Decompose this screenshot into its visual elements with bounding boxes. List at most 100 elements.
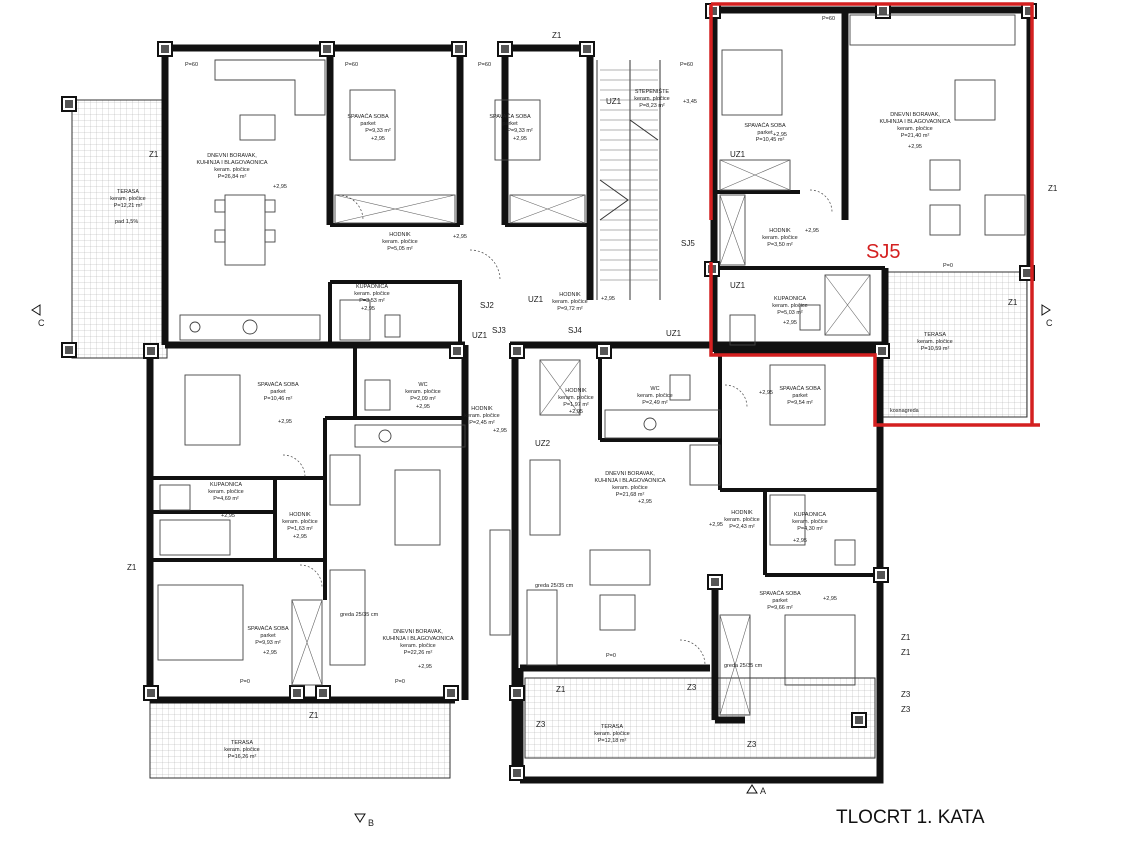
terrace-sj4: [524, 677, 876, 759]
sill-note: P=0: [395, 679, 405, 685]
room-name: SPAVAĆA SOBA: [489, 113, 531, 120]
room-name: HODNIK: [769, 228, 791, 234]
room-floor: parket: [757, 130, 773, 136]
room-area: P=2,43 m²: [729, 524, 755, 530]
sill-note: P=0: [943, 263, 953, 269]
room-area: P=3,53 m²: [359, 298, 385, 304]
room-area: P=12,21 m²: [114, 203, 143, 209]
room-area: P=22,26 m²: [404, 650, 433, 656]
section-mark-a: A: [760, 786, 766, 796]
room-name: KUHINJA I BLAGOVAONICA: [196, 160, 267, 166]
room-height: +2,95: [908, 144, 922, 150]
room-name: KUPAONICA: [356, 284, 388, 290]
room-area: P=5,05 m²: [387, 246, 413, 252]
furniture: [157, 14, 1026, 716]
beam-note: greda 25/35 cm: [535, 583, 574, 589]
room-name: KUHINJA I BLAGOVAONICA: [879, 119, 950, 125]
sill-note: P=60: [822, 16, 835, 22]
window-tag: Z3: [687, 683, 697, 692]
room-area: P=9,72 m²: [557, 306, 583, 312]
room-area: P=10,46 m²: [264, 396, 293, 402]
room-area: P=2,49 m²: [642, 400, 668, 406]
sill-note: P=60: [478, 62, 491, 68]
drawing-title: TLOCRT 1. KATA: [836, 807, 985, 828]
apartment-tag-sj2: SJ2: [480, 301, 494, 310]
room-name: SPAVAĆA SOBA: [257, 381, 299, 388]
room-floor: parket: [502, 121, 518, 127]
room-height: +2,95: [823, 596, 837, 602]
room-name: SPAVAĆA SOBA: [744, 122, 786, 129]
room-floor: keram. pločice: [382, 239, 417, 245]
room-name: TERASA: [924, 332, 946, 338]
room-area: P=9,33 m²: [507, 128, 533, 134]
door-tag: UZ1: [730, 150, 746, 159]
room-floor: keram. pločice: [637, 393, 672, 399]
room-floor: keram. pločice: [897, 126, 932, 132]
room-name: HODNIK: [565, 388, 587, 394]
room-floor: parket: [360, 121, 376, 127]
room-floor: keram. pločice: [208, 489, 243, 495]
door-tag: UZ1: [730, 281, 746, 290]
room-area: P=26,84 m²: [218, 174, 247, 180]
room-area: P=10,59 m²: [921, 346, 950, 352]
edge-note: kosnagreda: [890, 408, 920, 414]
room-floor: keram. pločice: [724, 517, 759, 523]
room-floor: keram. pločice: [762, 235, 797, 241]
room-area: P=21,68 m²: [616, 492, 645, 498]
room-area: P=3,50 m²: [767, 242, 793, 248]
room-height: +2,95: [263, 650, 277, 656]
room-floor: keram. pločice: [354, 291, 389, 297]
apartment-tag-sj3: SJ3: [492, 326, 506, 335]
room-area: P=1,97 m²: [563, 402, 589, 408]
room-name: DNEVNI BORAVAK,: [890, 112, 940, 118]
room-floor: parket: [772, 598, 788, 604]
room-name: HODNIK: [389, 232, 411, 238]
door-tag: UZ2: [535, 439, 551, 448]
room-floor: keram. pločice: [558, 395, 593, 401]
room-floor: keram. pločice: [400, 643, 435, 649]
room-name: KUHINJA I BLAGOVAONICA: [594, 478, 665, 484]
room-name: DNEVNI BORAVAK,: [393, 629, 443, 635]
room-floor: keram. pločice: [792, 519, 827, 525]
room-name: HODNIK: [289, 512, 311, 518]
terrace-sj5: [881, 271, 1028, 418]
beam-note: greda 25/35 cm: [724, 663, 763, 669]
window-tag: Z3: [536, 720, 546, 729]
sill-note: P=0: [240, 679, 250, 685]
room-area: P=9,33 m²: [365, 128, 391, 134]
room-area: P=21,40 m²: [901, 133, 930, 139]
room-name: TERASA: [601, 724, 623, 730]
room-name: KUPAONICA: [774, 296, 806, 302]
apartment-tag-sj5: SJ5: [681, 239, 695, 248]
room-name: KUHINJA I BLAGOVAONICA: [382, 636, 453, 642]
room-height: +3,45: [683, 99, 697, 105]
room-floor: keram. pločice: [110, 196, 145, 202]
room-floor: keram. pločice: [634, 96, 669, 102]
room-height: +2,95: [371, 136, 385, 142]
room-name: KUPAONICA: [794, 512, 826, 518]
room-height: +2,95: [513, 136, 527, 142]
room-floor: keram. pločice: [552, 299, 587, 305]
room-name: WC: [650, 386, 659, 392]
room-height: +2,95: [601, 296, 615, 302]
room-name: DNEVNI BORAVAK,: [207, 153, 257, 159]
apartment-tag-sj4: SJ4: [568, 326, 582, 335]
room-height: +2,95: [273, 184, 287, 190]
room-area: P=4,30 m²: [797, 526, 823, 532]
room-height: +2,95: [783, 320, 797, 326]
terrace-sj3: [149, 697, 451, 779]
sill-note: P=60: [185, 62, 198, 68]
room-name: TERASA: [231, 740, 253, 746]
room-name: KUPAONICA: [210, 482, 242, 488]
room-floor: parket: [792, 393, 808, 399]
window-tag: Z1: [556, 685, 566, 694]
room-height: +2,95: [793, 538, 807, 544]
window-tag: Z3: [901, 705, 911, 714]
room-area: P=1,63 m²: [287, 526, 313, 532]
window-tag: Z1: [901, 633, 911, 642]
room-area: P=4,69 m²: [213, 496, 239, 502]
room-floor: keram. pločice: [282, 519, 317, 525]
room-name: SPAVAĆA SOBA: [247, 625, 289, 632]
room-name: STEPENIŠTE: [635, 88, 670, 95]
